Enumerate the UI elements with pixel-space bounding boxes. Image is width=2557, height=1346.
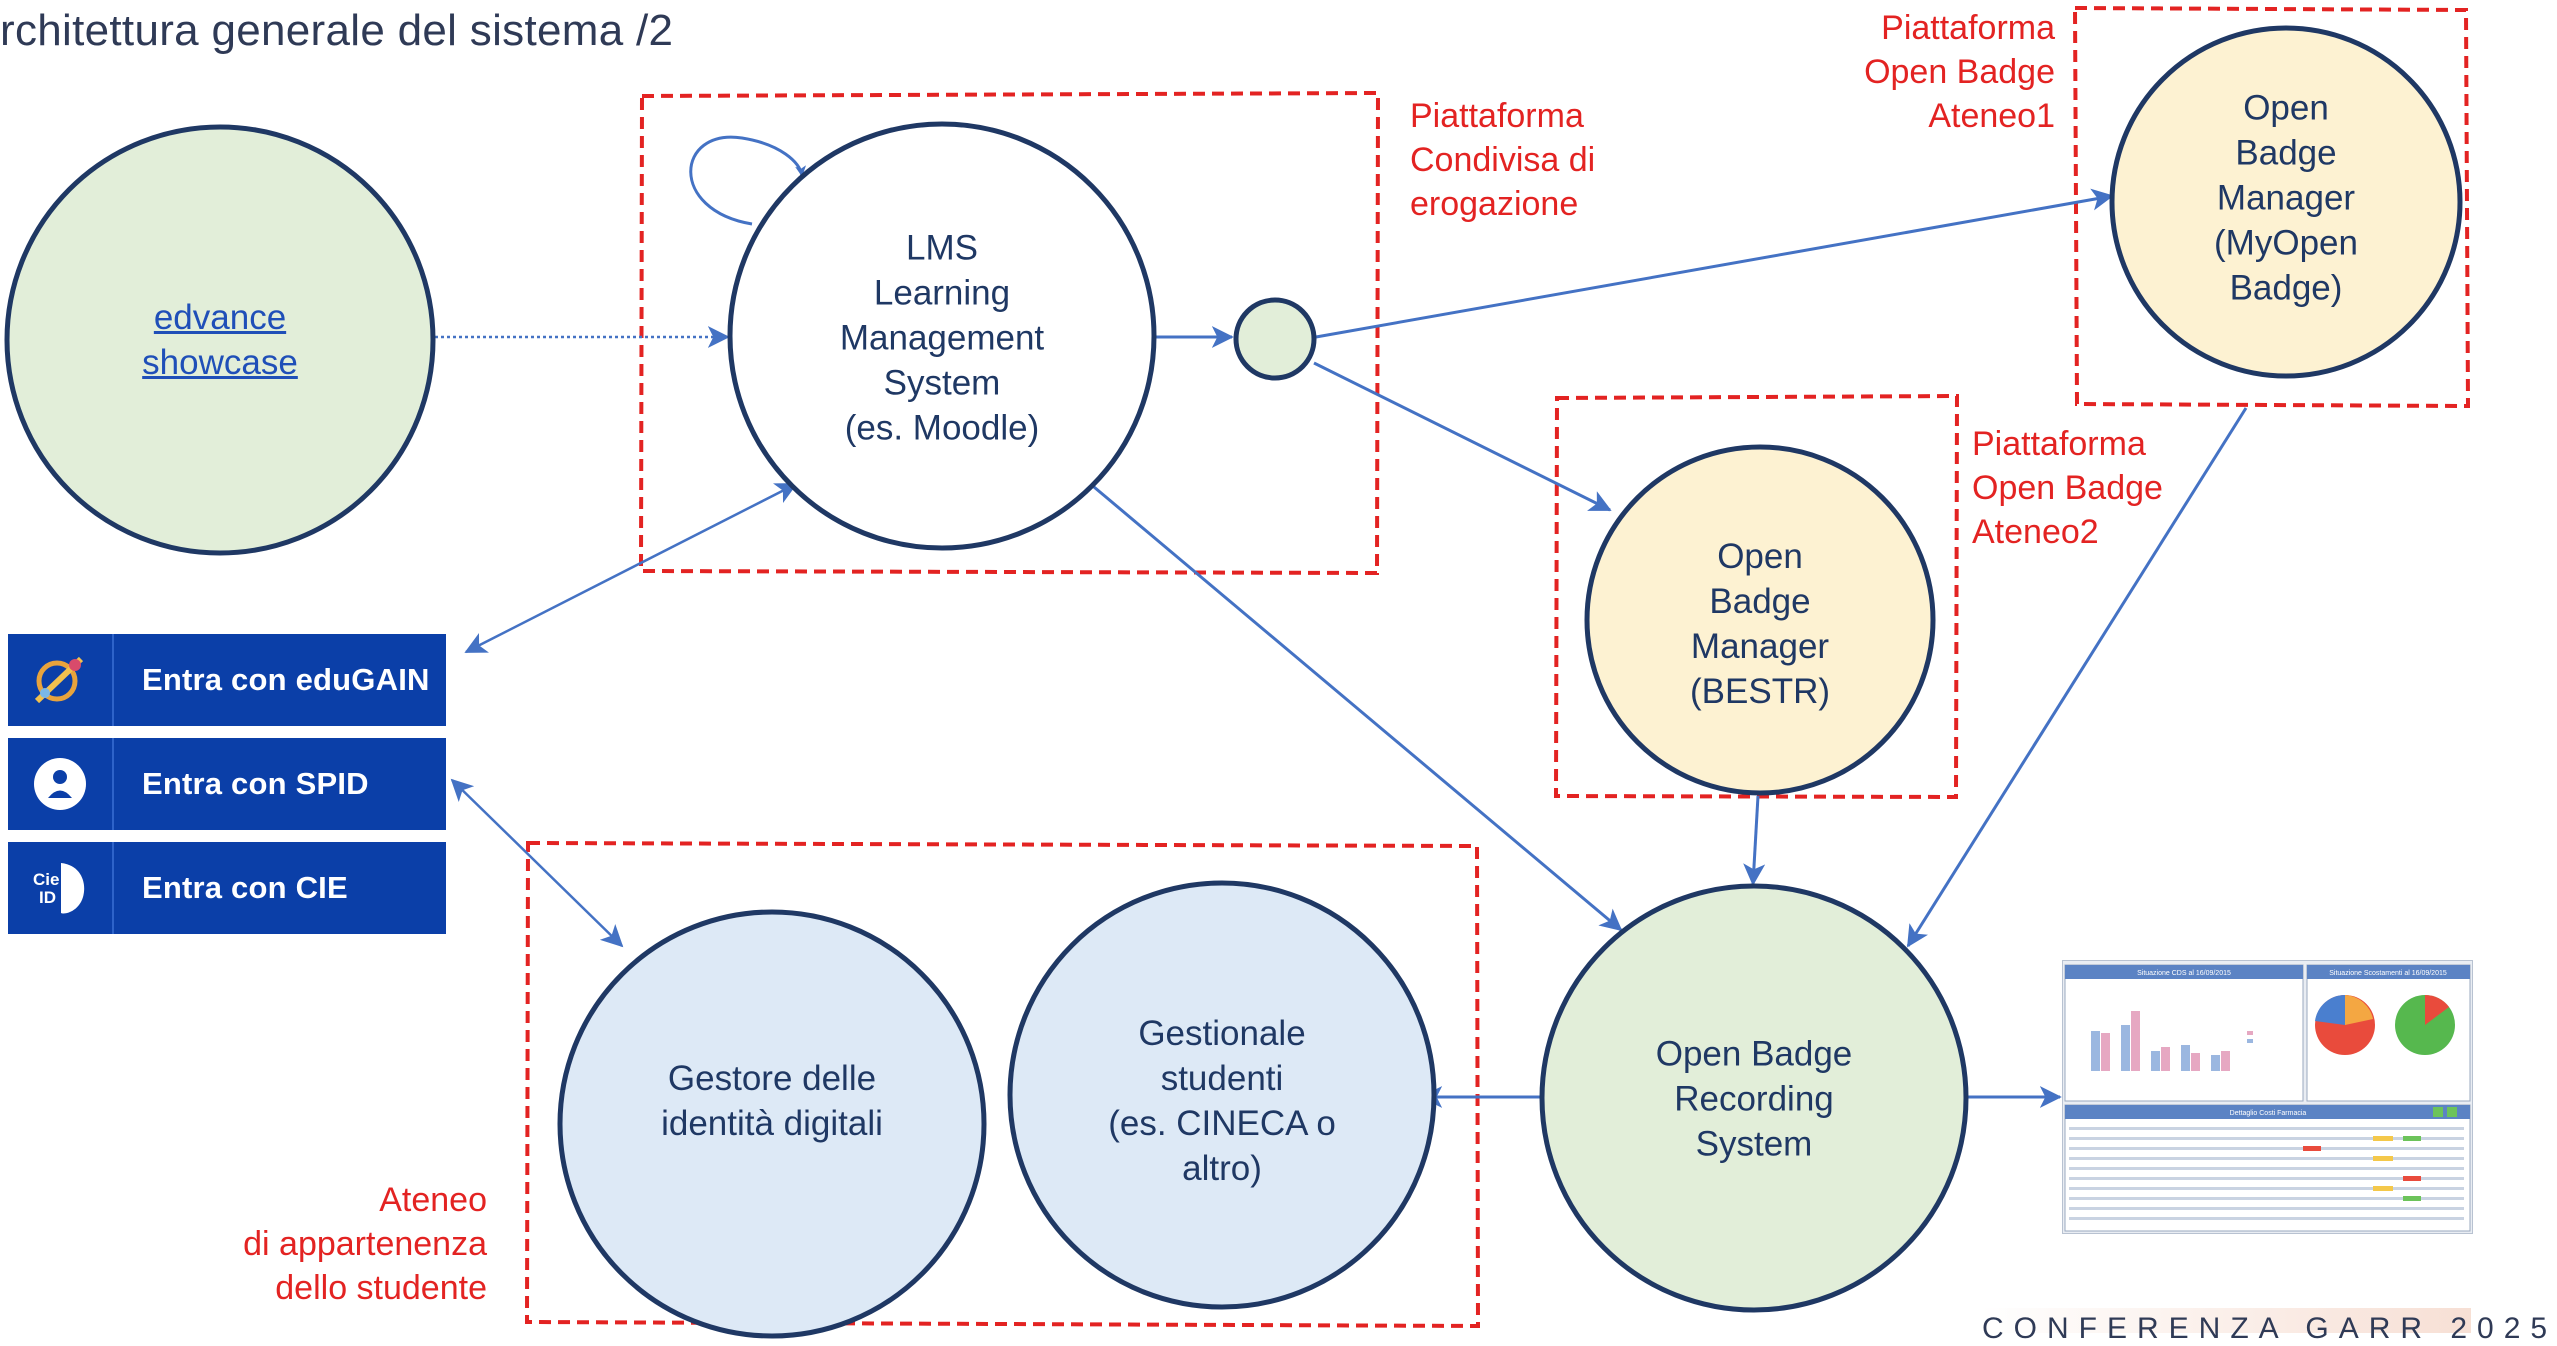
- node-gestore: [557, 909, 987, 1339]
- dashboard-thumbnail: Situazione CDS al 16/09/2015 Situazione …: [2062, 960, 2473, 1234]
- region-condivisa-label: Piattaforma Condivisa di erogazione: [1410, 97, 1596, 223]
- obm-myopen-label: Open Badge Manager (MyOpen Badge): [2214, 88, 2358, 308]
- edge-login-lms: [464, 482, 798, 654]
- spid-icon: [8, 738, 114, 830]
- svg-text:Cie: Cie: [33, 870, 59, 889]
- region-studente: [524, 840, 1481, 1329]
- region-ateneo1: [2072, 5, 2471, 409]
- edge-login-gestore: [450, 778, 624, 948]
- spid-login-button[interactable]: Entra con SPID: [8, 738, 446, 830]
- edge-bestr-obrs: [1743, 795, 1766, 886]
- cie-login-button[interactable]: Cie ID Entra con CIE: [8, 842, 446, 934]
- edugain-login-label: Entra con eduGAIN: [142, 662, 430, 697]
- dashboard-panel1-title: Situazione CDS al 16/09/2015: [2137, 970, 2231, 977]
- footer-band: [1980, 1308, 2471, 1333]
- page-title: rchitettura generale del sistema /2: [0, 6, 674, 55]
- lms-self-loop: [689, 135, 807, 226]
- node-junction: [1233, 297, 1317, 381]
- obrs-label: Open Badge Recording System: [1655, 1034, 1853, 1164]
- gestionale-label: Gestionale studenti (es. CINECA o altro): [1108, 1014, 1336, 1188]
- edge-junction-myopen: [1315, 188, 2114, 339]
- node-edvance: [4, 124, 436, 556]
- edge-junction-bestr: [1313, 361, 1612, 512]
- node-obm-myopen: [2109, 25, 2463, 379]
- dashboard-panel2-title: Situazione Scostamenti al 16/09/2015: [2329, 970, 2447, 977]
- lms-label: LMS Learning Management System (es. Mood…: [839, 228, 1045, 448]
- cie-login-label: Entra con CIE: [142, 870, 348, 905]
- spid-login-label: Entra con SPID: [142, 766, 369, 801]
- edge-lms-obrs: [1093, 485, 1623, 932]
- svg-text:ID: ID: [39, 888, 56, 907]
- dashboard-table-title: Dettaglio Costi Farmacia: [2230, 1110, 2307, 1117]
- footer-text: CONFERENZA GARR 2025: [1982, 1312, 2557, 1345]
- node-obm-bestr: [1584, 444, 1936, 796]
- region-ateneo2: [1553, 393, 1960, 800]
- architecture-diagram: [4, 5, 2471, 1339]
- obm-bestr-label: Open Badge Manager (BESTR): [1690, 537, 1830, 711]
- edvance-showcase-link[interactable]: edvance showcase: [142, 298, 298, 382]
- node-lms: [727, 121, 1157, 551]
- region-condivisa: [638, 90, 1381, 576]
- edugain-icon: [8, 634, 114, 726]
- region-ateneo2-label: Piattaforma Open Badge Ateneo2: [1972, 425, 2163, 551]
- dashboard-graphic: Situazione CDS al 16/09/2015 Situazione …: [2064, 964, 2471, 1232]
- region-studente-label: Ateneo di appartenenza dello studente: [243, 1181, 487, 1307]
- gestore-label: Gestore delle identità digitali: [661, 1059, 883, 1143]
- node-gestionale: [1007, 880, 1437, 1310]
- edugain-login-button[interactable]: Entra con eduGAIN: [8, 634, 446, 726]
- node-obrs: [1539, 883, 1969, 1313]
- cie-icon: Cie ID: [8, 842, 114, 934]
- edge-myopen-obrs: [1906, 407, 2248, 948]
- region-ateneo1-label: Piattaforma Open Badge Ateneo1: [1864, 9, 2055, 135]
